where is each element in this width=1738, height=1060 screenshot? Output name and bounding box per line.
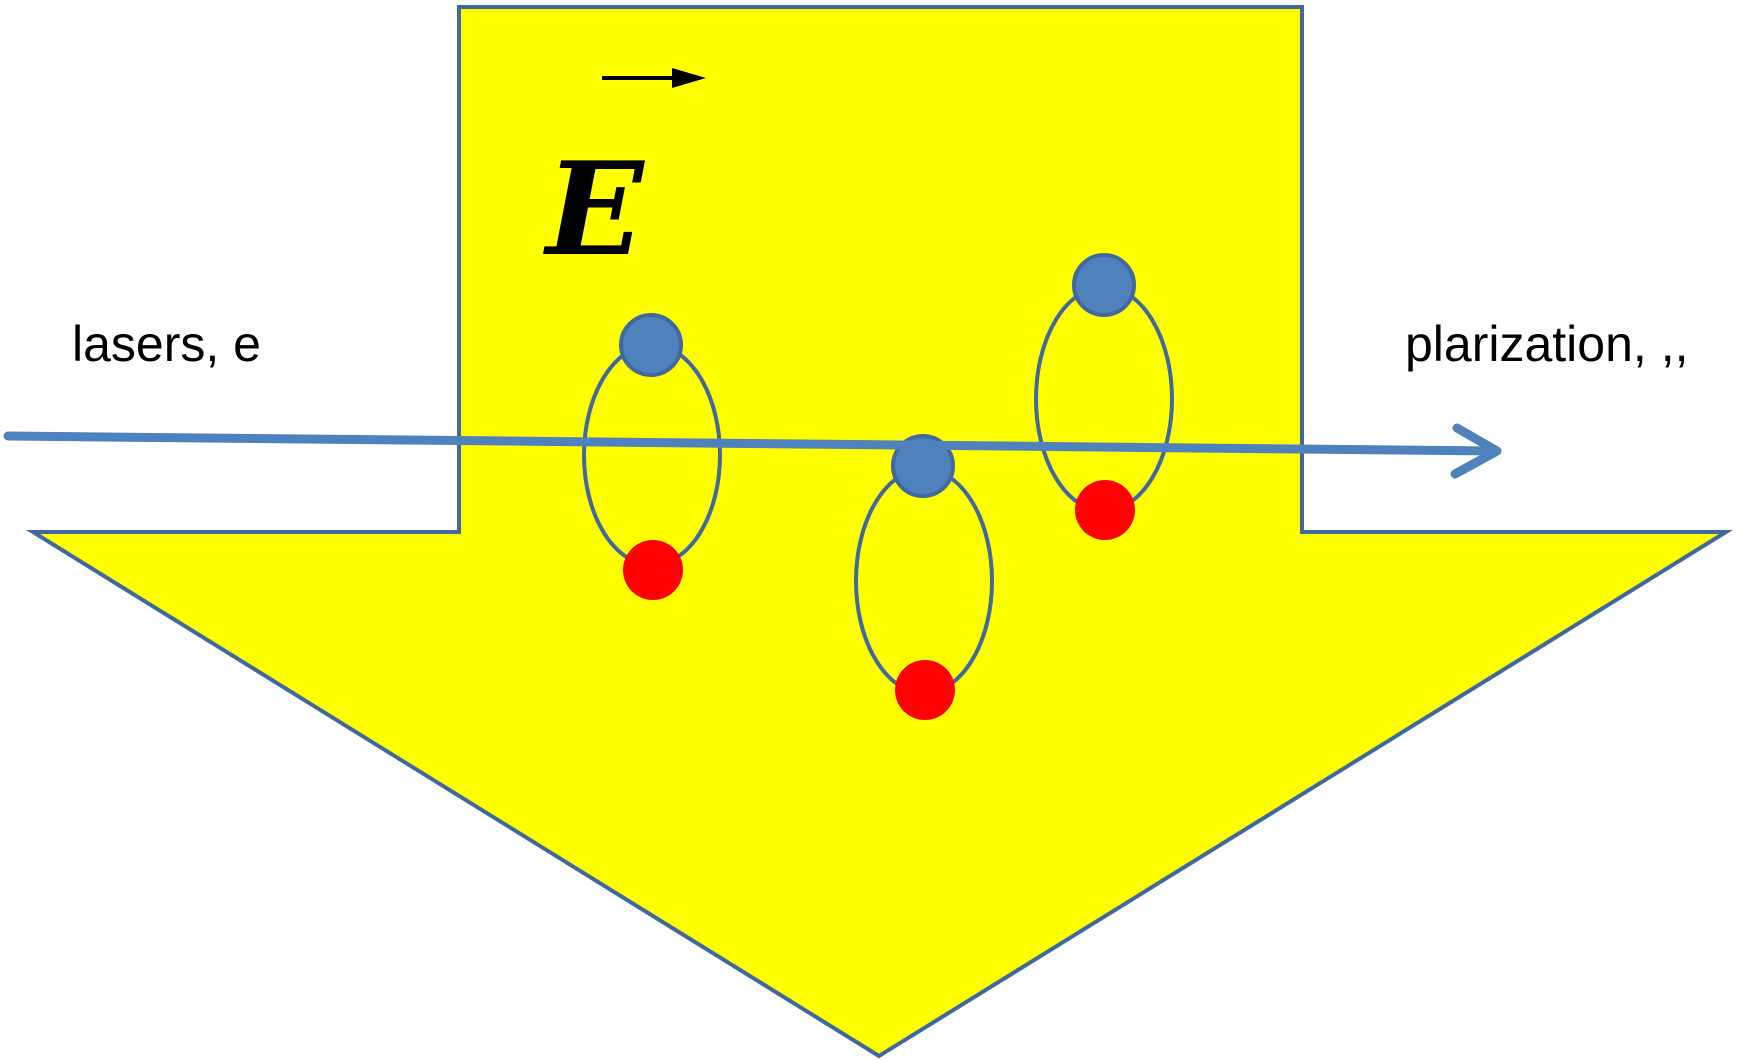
nucleus-dot	[623, 540, 683, 600]
field-arrow	[25, 5, 1734, 1059]
laser-beam-arrow	[3, 423, 1502, 479]
field-symbol: E	[543, 135, 645, 285]
nucleus-dot	[1075, 480, 1135, 540]
vector-arrow-icon	[602, 68, 706, 88]
electron-dot	[1072, 253, 1136, 317]
electron-dot	[619, 313, 683, 377]
electron-dot	[891, 434, 955, 498]
left-label: lasers, e	[72, 316, 261, 372]
nucleus-dot	[895, 660, 955, 720]
dipole-left	[582, 313, 722, 600]
dipole-center	[854, 434, 994, 720]
dipole-right	[1034, 253, 1174, 540]
right-label: plarization, ,,	[1405, 316, 1688, 372]
